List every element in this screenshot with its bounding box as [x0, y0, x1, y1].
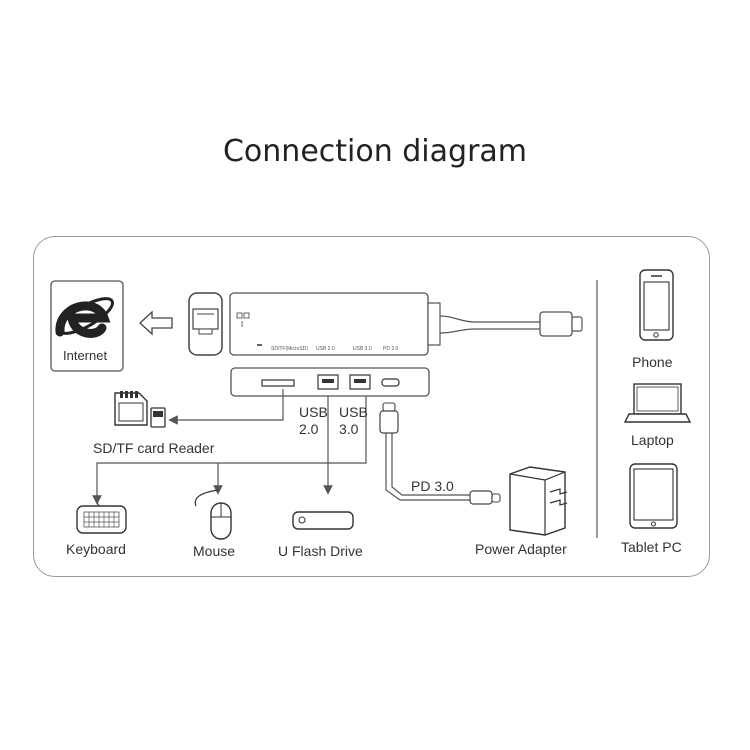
hub-port-label-usb20: USB 2.0: [316, 346, 335, 352]
flash-drive-label: U Flash Drive: [278, 543, 363, 559]
hub-port-label-sd: SD/TF(MicroSD): [271, 346, 308, 352]
usb-flash-drive-icon: [292, 511, 354, 530]
pd-label: PD 3.0: [411, 478, 454, 494]
laptop-label: Laptop: [631, 432, 674, 448]
hub-port-label-usb30: USB 3.0: [353, 346, 372, 352]
usb20-label: USB 2.0: [299, 404, 328, 437]
tablet-label: Tablet PC: [621, 539, 682, 555]
hub-port-label-pd: PD 3.0: [383, 346, 399, 352]
usb-hub-top: [229, 292, 583, 356]
sd-card-icon: [114, 391, 166, 428]
mouse-label: Mouse: [193, 543, 236, 559]
power-adapter-icon: [509, 466, 568, 536]
ethernet-port-icon: [188, 292, 223, 356]
arrow-left-icon: [139, 310, 173, 336]
phone-icon: [639, 269, 674, 341]
phone-label: Phone: [632, 354, 673, 370]
keyboard-label: Keyboard: [66, 541, 126, 557]
diagram-frame: [33, 236, 710, 577]
power-adapter-label: Power Adapter: [475, 541, 567, 557]
keyboard-icon: [76, 499, 127, 534]
usb-hub-ports: [230, 367, 430, 397]
internet-explorer-icon: [50, 280, 124, 372]
usb30-label: USB 3.0: [339, 404, 368, 437]
laptop-icon: [623, 383, 692, 423]
sd-reader-label: SD/TF card Reader: [93, 440, 215, 456]
connection-lines: [92, 389, 470, 505]
page-title: Connection diagram: [222, 134, 528, 169]
internet-label: Internet: [63, 348, 108, 363]
tablet-icon: [629, 463, 678, 529]
usb-c-cable-icon: [379, 402, 501, 505]
mouse-icon: [194, 489, 232, 540]
